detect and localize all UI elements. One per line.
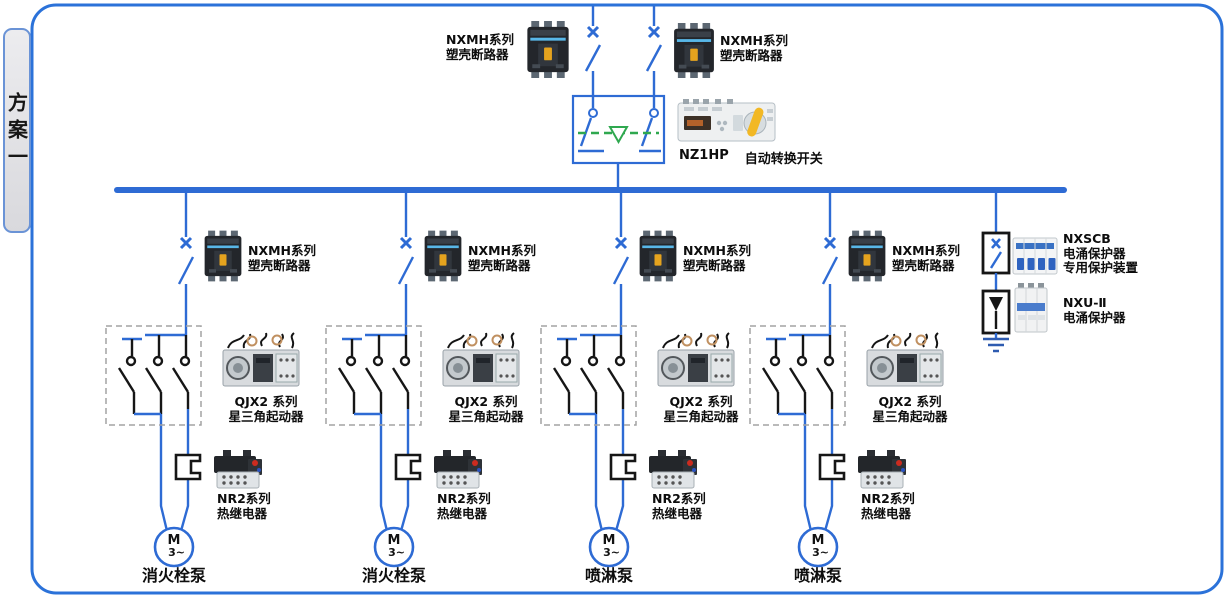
starter-dashed-box [540, 325, 637, 426]
feeder-2-wires [325, 192, 422, 568]
motor-symbol [797, 526, 839, 568]
feeder-3-starter-label: QJX2 系列星三角起动器 [663, 394, 739, 424]
ats-name: 自动转换开关 [744, 152, 823, 167]
mccb-product-photo [674, 23, 714, 78]
spd-breaker-product-photo [1012, 237, 1058, 275]
motor-symbol [373, 526, 415, 568]
feeder-3-breaker-label: NXMH系列塑壳断路器 [683, 243, 751, 273]
feeder-1-wires [105, 192, 202, 568]
starter-dashed-box [325, 325, 422, 426]
thermal-relay-symbol [609, 453, 637, 481]
feeder-2-starter-label: QJX2 系列星三角起动器 [448, 394, 524, 424]
thermal-relay-symbol [818, 453, 846, 481]
incomer-wires [584, 6, 663, 96]
thermal-relay-symbol [394, 453, 422, 481]
feeder-2-breaker-label: NXMH系列塑壳断路器 [468, 243, 536, 273]
pump-name: 消火栓泵 [141, 566, 206, 585]
ats-label: NZ1HP 自动转换开关 [679, 148, 823, 167]
ats-product-photo [677, 98, 776, 142]
incomer-right-breaker-label: NXMH系列塑壳断路器 [720, 33, 788, 63]
spd-breaker-symbol [981, 231, 1011, 275]
pump-name: 喷淋泵 [793, 566, 842, 585]
motor-symbol [153, 526, 195, 568]
spd-product-photo [1014, 283, 1048, 333]
feeder-4-wires [749, 192, 846, 568]
ats-symbol [571, 94, 666, 188]
mccb-product-photo [424, 230, 462, 282]
mccb-product-photo [848, 230, 886, 282]
scheme-tab-label: 方案一 [4, 92, 29, 173]
mccb-product-photo [527, 21, 569, 78]
feeder-3-relay-label: NR2系列热继电器 [652, 491, 706, 521]
ats-model: NZ1HP [679, 148, 729, 163]
starter-dashed-box [105, 325, 202, 426]
pump-name: 消火栓泵 [361, 566, 426, 585]
mccb-product-photo [204, 230, 242, 282]
incomer-left-breaker-label: NXMH系列塑壳断路器 [446, 32, 514, 62]
thermal-relay-symbol [174, 453, 202, 481]
pump-name: 喷淋泵 [584, 566, 633, 585]
feeder-3-wires [540, 192, 637, 568]
feeder-4-relay-label: NR2系列热继电器 [861, 491, 915, 521]
scheme-tab[interactable]: 方案一 [3, 28, 31, 233]
feeder-1-starter-label: QJX2 系列星三角起动器 [228, 394, 304, 424]
feeder-1-relay-label: NR2系列热继电器 [217, 491, 271, 521]
feeder-1-breaker-label: NXMH系列塑壳断路器 [248, 243, 316, 273]
surge-branch-wires [981, 192, 1011, 353]
panel-border [30, 3, 1224, 595]
feeder-4-starter-label: QJX2 系列星三角起动器 [872, 394, 948, 424]
ground-symbol [983, 337, 1009, 353]
feeder-4-breaker-label: NXMH系列塑壳断路器 [892, 243, 960, 273]
feeder-2-relay-label: NR2系列热继电器 [437, 491, 491, 521]
motor-symbol [588, 526, 630, 568]
mccb-product-photo [639, 230, 677, 282]
starter-dashed-box [749, 325, 846, 426]
